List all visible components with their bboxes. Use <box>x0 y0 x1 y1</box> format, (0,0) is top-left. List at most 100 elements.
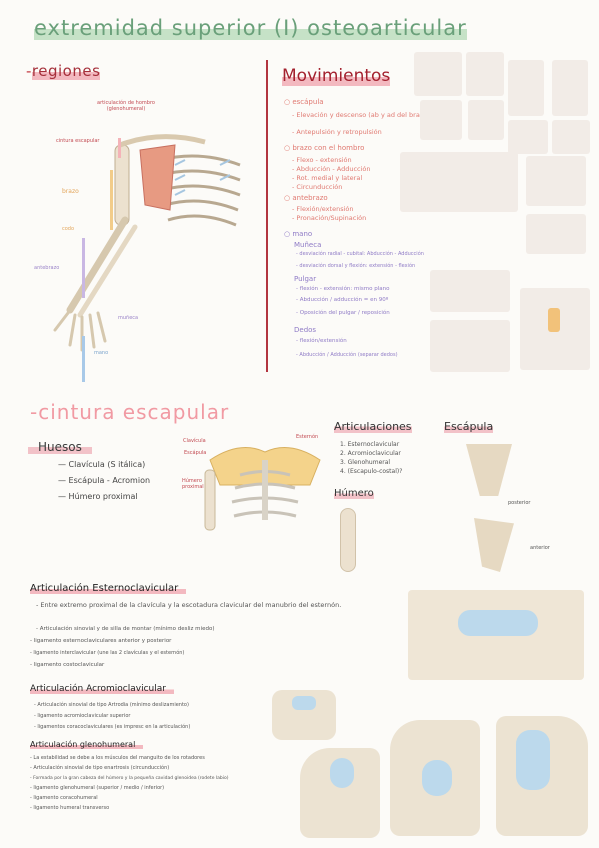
acromioclavicular-heading: Articulación Acromioclavicular <box>30 684 174 694</box>
bracket-cintura <box>118 138 121 158</box>
label-articulacion-hombro: articulación de hombro (glenohumeral) <box>97 100 155 112</box>
bracket-mano <box>82 336 85 382</box>
articulacion-item: 2. Acromioclavicular <box>340 450 401 457</box>
mov-mano-item: - flexión/extensión <box>296 338 347 344</box>
mov-brazo-item: - Circunducción <box>292 183 343 191</box>
illus-lateral-rot <box>552 120 590 154</box>
mov-brazo-item: - Flexo - extensión <box>292 156 352 164</box>
illus-shoulder-side <box>466 52 504 96</box>
fig-label-escapula: Escápula <box>184 450 207 456</box>
fig-label-clavicula: Clavícula <box>183 438 206 444</box>
illus-medial-rot <box>508 120 548 154</box>
illus-arm-rotation <box>508 60 544 116</box>
esternoclavicular-item: - ligamento esternoclaviculares anterior… <box>30 638 172 644</box>
hueso-item: — Clavícula (S itálica) <box>58 460 146 469</box>
esternoclavicular-item: - Entre extremo proximal de la clavícula… <box>36 601 342 609</box>
label-brazo: brazo <box>62 188 79 195</box>
ligament-highlight <box>516 730 550 790</box>
escapula-heading: Escápula <box>444 420 494 433</box>
illus-finger-highlight <box>548 308 560 332</box>
esternoclavicular-figure <box>408 590 584 680</box>
forearm-figure <box>30 215 140 355</box>
ligament-highlight <box>330 758 354 788</box>
mov-mano-title: ○ mano <box>284 230 313 238</box>
bracket-antebrazo <box>82 238 85 298</box>
mov-antebrazo-title: ○ antebrazo <box>284 194 328 202</box>
illus-forearm-pronation <box>400 152 518 212</box>
articulaciones-heading: Articulaciones <box>334 420 412 433</box>
esternoclavicular-heading: Articulación Esternoclavicular <box>30 583 187 594</box>
glenohumeral-item: - ligamento coracohumeral <box>30 795 98 801</box>
articulacion-item: 4. (Escapulo-costal)? <box>340 468 403 475</box>
illus-thumb-opposition <box>430 320 510 372</box>
vertical-divider <box>266 60 268 372</box>
escapula-caption: posterior <box>508 500 531 506</box>
glenohumeral-heading: Articulación glenohumeral <box>30 740 144 749</box>
glenohumeral-item: - Formada por la gran cabeza del húmero … <box>30 776 229 781</box>
illus-arm-ext <box>468 100 504 140</box>
mov-mano-item: - desviación dorsal y flexión: extensión… <box>296 263 416 269</box>
mov-mano-item: - Abducción / adducción = en 90º <box>296 297 389 303</box>
glenohumeral-figure-2 <box>390 720 480 836</box>
mov-mano-dedos: Dedos <box>294 326 317 334</box>
hueso-item: — Escápula - Acromion <box>58 476 151 485</box>
page-title: extremidad superior (I) osteoarticular <box>34 16 467 40</box>
mov-escapula-title: ○ escápula <box>284 98 324 106</box>
escapula-caption-2: anterior <box>530 545 550 551</box>
articulacion-item: 3. Glenohumeral <box>340 459 391 466</box>
articulacion-item: 1. Esternoclavicular <box>340 441 400 448</box>
fig-label-esternon: Esternón <box>296 434 319 440</box>
acromioclavicular-item: - Articulación sinovial de tipo Artrodia… <box>34 702 189 708</box>
shoulder-girdle-figure <box>200 430 330 540</box>
label-muneca: muñeca <box>118 315 139 321</box>
hueso-item: — Húmero proximal <box>58 492 138 501</box>
movimientos-heading: Movimientos <box>282 66 391 86</box>
mov-mano-item: - Abducción / Adducción (separar dedos) <box>296 352 398 358</box>
glenohumeral-item: - La estabilidad se debe a los músculos … <box>30 755 205 761</box>
mov-mano-muneca: Muñeca <box>294 241 322 249</box>
illus-arm-flex <box>420 100 462 140</box>
humero-figure <box>340 508 356 572</box>
ligament-highlight <box>458 610 538 636</box>
huesos-heading: Huesos <box>28 440 92 454</box>
esternoclavicular-item: - Articulación sinovial y de silla de mo… <box>36 626 215 632</box>
mov-escapula-item: - Elevación y descenso (ab y ad del braz… <box>292 111 430 119</box>
humero-heading: Húmero <box>334 488 374 499</box>
escapula-posterior-figure <box>466 444 512 496</box>
regiones-heading: -regiones <box>26 62 101 80</box>
illus-shoulder-back <box>414 52 462 96</box>
bracket-brazo <box>110 170 113 230</box>
mov-escapula-item: - Antepulsión y retropulsión <box>292 128 382 136</box>
illus-fingers <box>520 288 590 370</box>
glenohumeral-item: - ligamento humeral transverso <box>30 805 110 811</box>
label-codo: codo <box>62 226 75 232</box>
illus-thumb-flex <box>430 270 510 312</box>
mov-antebrazo-item: - Flexión/extensión <box>292 205 354 213</box>
mov-antebrazo-item: - Pronación/Supinación <box>292 214 367 222</box>
label-antebrazo: antebrazo <box>34 265 60 271</box>
acromioclavicular-item: - ligamento acromioclavicular superior <box>34 713 131 719</box>
escapula-anterior-figure <box>474 518 514 572</box>
ligament-highlight <box>292 696 316 710</box>
mov-brazo-title: ○ brazo con el hombro <box>284 144 365 152</box>
mov-mano-item: - flexión - extensión: mismo plano <box>296 286 390 292</box>
mov-brazo-item: - Rot. medial y lateral <box>292 174 363 182</box>
illus-wrist-deviation <box>526 214 586 254</box>
glenohumeral-figure-3 <box>496 716 588 836</box>
label-cintura: cintura escapular <box>56 138 100 144</box>
fig-label-humero: Húmero proximal <box>182 478 204 490</box>
label-mano: mano <box>94 350 109 356</box>
acromioclavicular-item: - ligamentos coracoclaviculares (es impr… <box>34 724 191 730</box>
glenohumeral-figure-1 <box>300 748 380 838</box>
mov-mano-pulgar: Pulgar <box>294 275 317 283</box>
illus-arm-abduction <box>552 60 588 116</box>
glenohumeral-item: - Articulación sinovial de tipo enartros… <box>30 765 170 771</box>
mov-brazo-item: - Abducción - Adducción <box>292 165 371 173</box>
mov-mano-item: - desviación radial - cubital: Abducción… <box>296 251 424 257</box>
illus-wrist-flex <box>526 156 586 206</box>
mov-mano-item: - Oposición del pulgar / reposición <box>296 310 390 316</box>
glenohumeral-item: - ligamento glenohumeral (superior / med… <box>30 785 165 791</box>
cintura-heading: -cintura escapular <box>30 400 230 424</box>
acromioclavicular-figure <box>272 690 336 740</box>
skeleton-figure <box>90 120 250 270</box>
